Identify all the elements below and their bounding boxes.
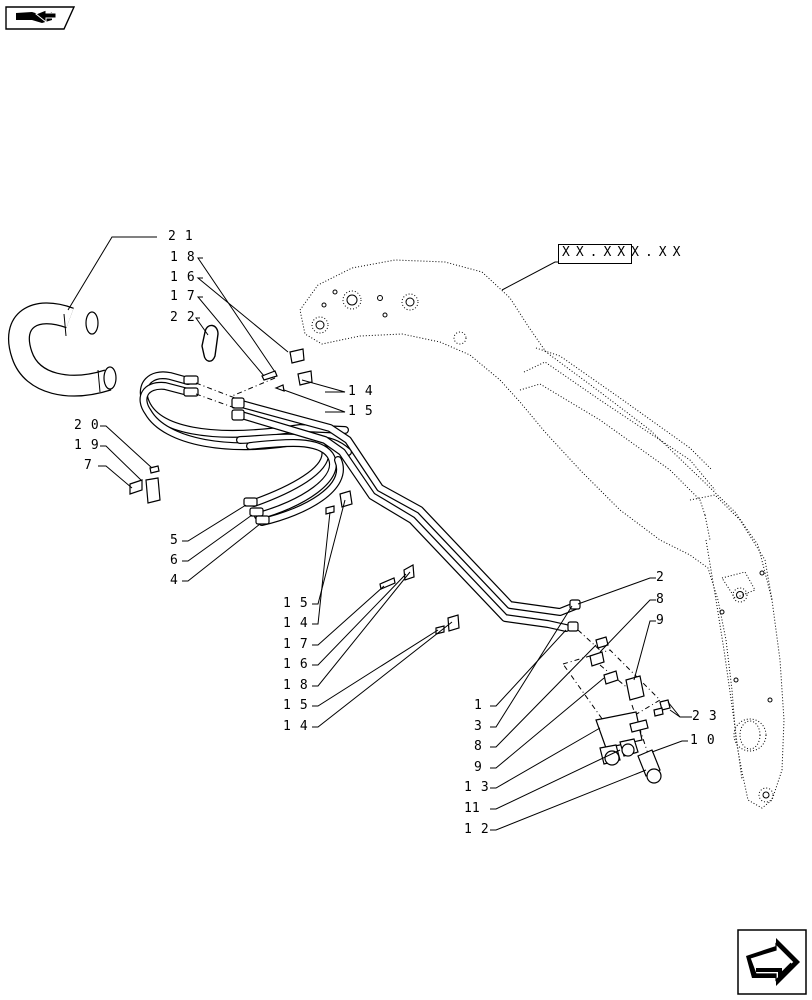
boom-outline — [299, 259, 785, 809]
callout-15b: 15 — [283, 596, 317, 611]
ring-clip — [201, 324, 219, 362]
callout-14b: 14 — [283, 616, 317, 631]
callout-17b: 17 — [283, 637, 317, 652]
hose-bundle — [139, 371, 352, 526]
callout-5: 5 — [170, 533, 178, 548]
callout-13: 13 — [464, 780, 498, 795]
callout-15c: 15 — [283, 698, 317, 713]
callout-4: 4 — [170, 573, 178, 588]
callout-18b: 18 — [283, 678, 317, 693]
callout-14c: 14 — [283, 719, 317, 734]
elbow-hose — [7, 302, 117, 397]
rigid-tubes — [231, 397, 581, 632]
callout-7: 7 — [84, 458, 92, 473]
callout-14: 14 — [348, 384, 382, 399]
callout-19: 19 — [74, 438, 108, 453]
clamps — [129, 348, 671, 717]
valve-block — [595, 711, 662, 784]
callout-3: 3 — [474, 719, 482, 734]
callout-9b: 9 — [474, 760, 482, 775]
callout-6: 6 — [170, 553, 178, 568]
callout-20: 20 — [74, 418, 108, 433]
callout-12: 12 — [464, 822, 498, 837]
callout-22: 22 — [170, 310, 204, 325]
callout-11: 11 — [464, 801, 480, 816]
callout-16b: 16 — [283, 657, 317, 672]
reference-code: XX.XXX.XX — [562, 245, 687, 260]
callout-9: 9 — [656, 613, 664, 628]
callout-1: 1 — [474, 698, 482, 713]
callout-16: 16 — [170, 270, 204, 285]
callout-8b: 8 — [474, 739, 482, 754]
reference-code-box — [558, 244, 632, 264]
callout-15: 15 — [348, 404, 382, 419]
callout-23: 23 — [692, 709, 726, 724]
leader-lines — [67, 236, 692, 831]
callout-18: 18 — [170, 250, 204, 265]
callout-2: 2 — [656, 570, 664, 585]
callout-17: 17 — [170, 289, 204, 304]
callout-10: 10 — [690, 733, 724, 748]
callout-21: 21 — [168, 229, 202, 244]
callout-8: 8 — [656, 592, 664, 607]
